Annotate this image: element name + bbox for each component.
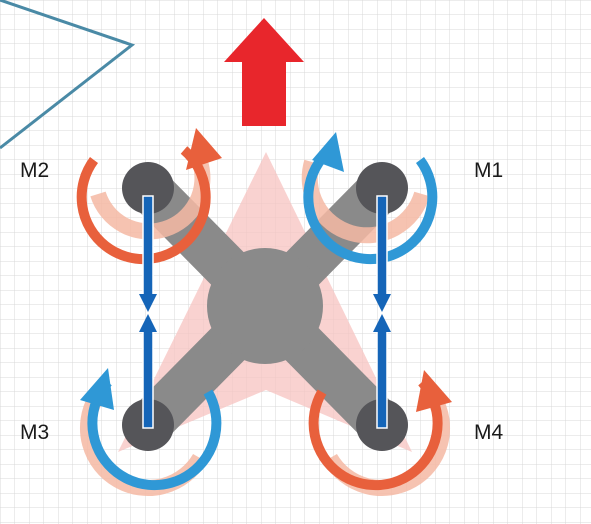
motor-label-m4: M4 (474, 421, 504, 444)
force-arrow-up-icon (139, 314, 157, 332)
m2-rotation-arrowhead-icon (186, 128, 222, 170)
m1-rotation-ring (303, 146, 438, 265)
m3-rotation-arrowhead-icon (80, 368, 114, 410)
force-arrow-down-icon (373, 294, 391, 312)
motor-m3 (79, 368, 222, 497)
force-arrow-up-icon (373, 314, 391, 332)
force-arrows-right (373, 195, 391, 429)
m4-rotation-ring (308, 378, 443, 491)
m1-hub (356, 162, 408, 214)
m2-hub (122, 162, 174, 214)
force-arrow-down-icon (139, 294, 157, 312)
corner-outline-line (0, 0, 136, 150)
motor-m1 (301, 132, 438, 265)
motor-label-m3: M3 (20, 421, 50, 444)
motor-label-m2: M2 (20, 159, 50, 182)
m1-rotation-arrowhead-icon (312, 132, 344, 172)
m4-rotation-arrowhead-icon (416, 370, 452, 412)
frame-body (207, 248, 323, 364)
m3-rotation-ring (87, 378, 222, 491)
motor-label-m1: M1 (474, 159, 504, 182)
force-arrows-left (139, 195, 157, 429)
forward-direction-arrow-icon (224, 18, 304, 126)
